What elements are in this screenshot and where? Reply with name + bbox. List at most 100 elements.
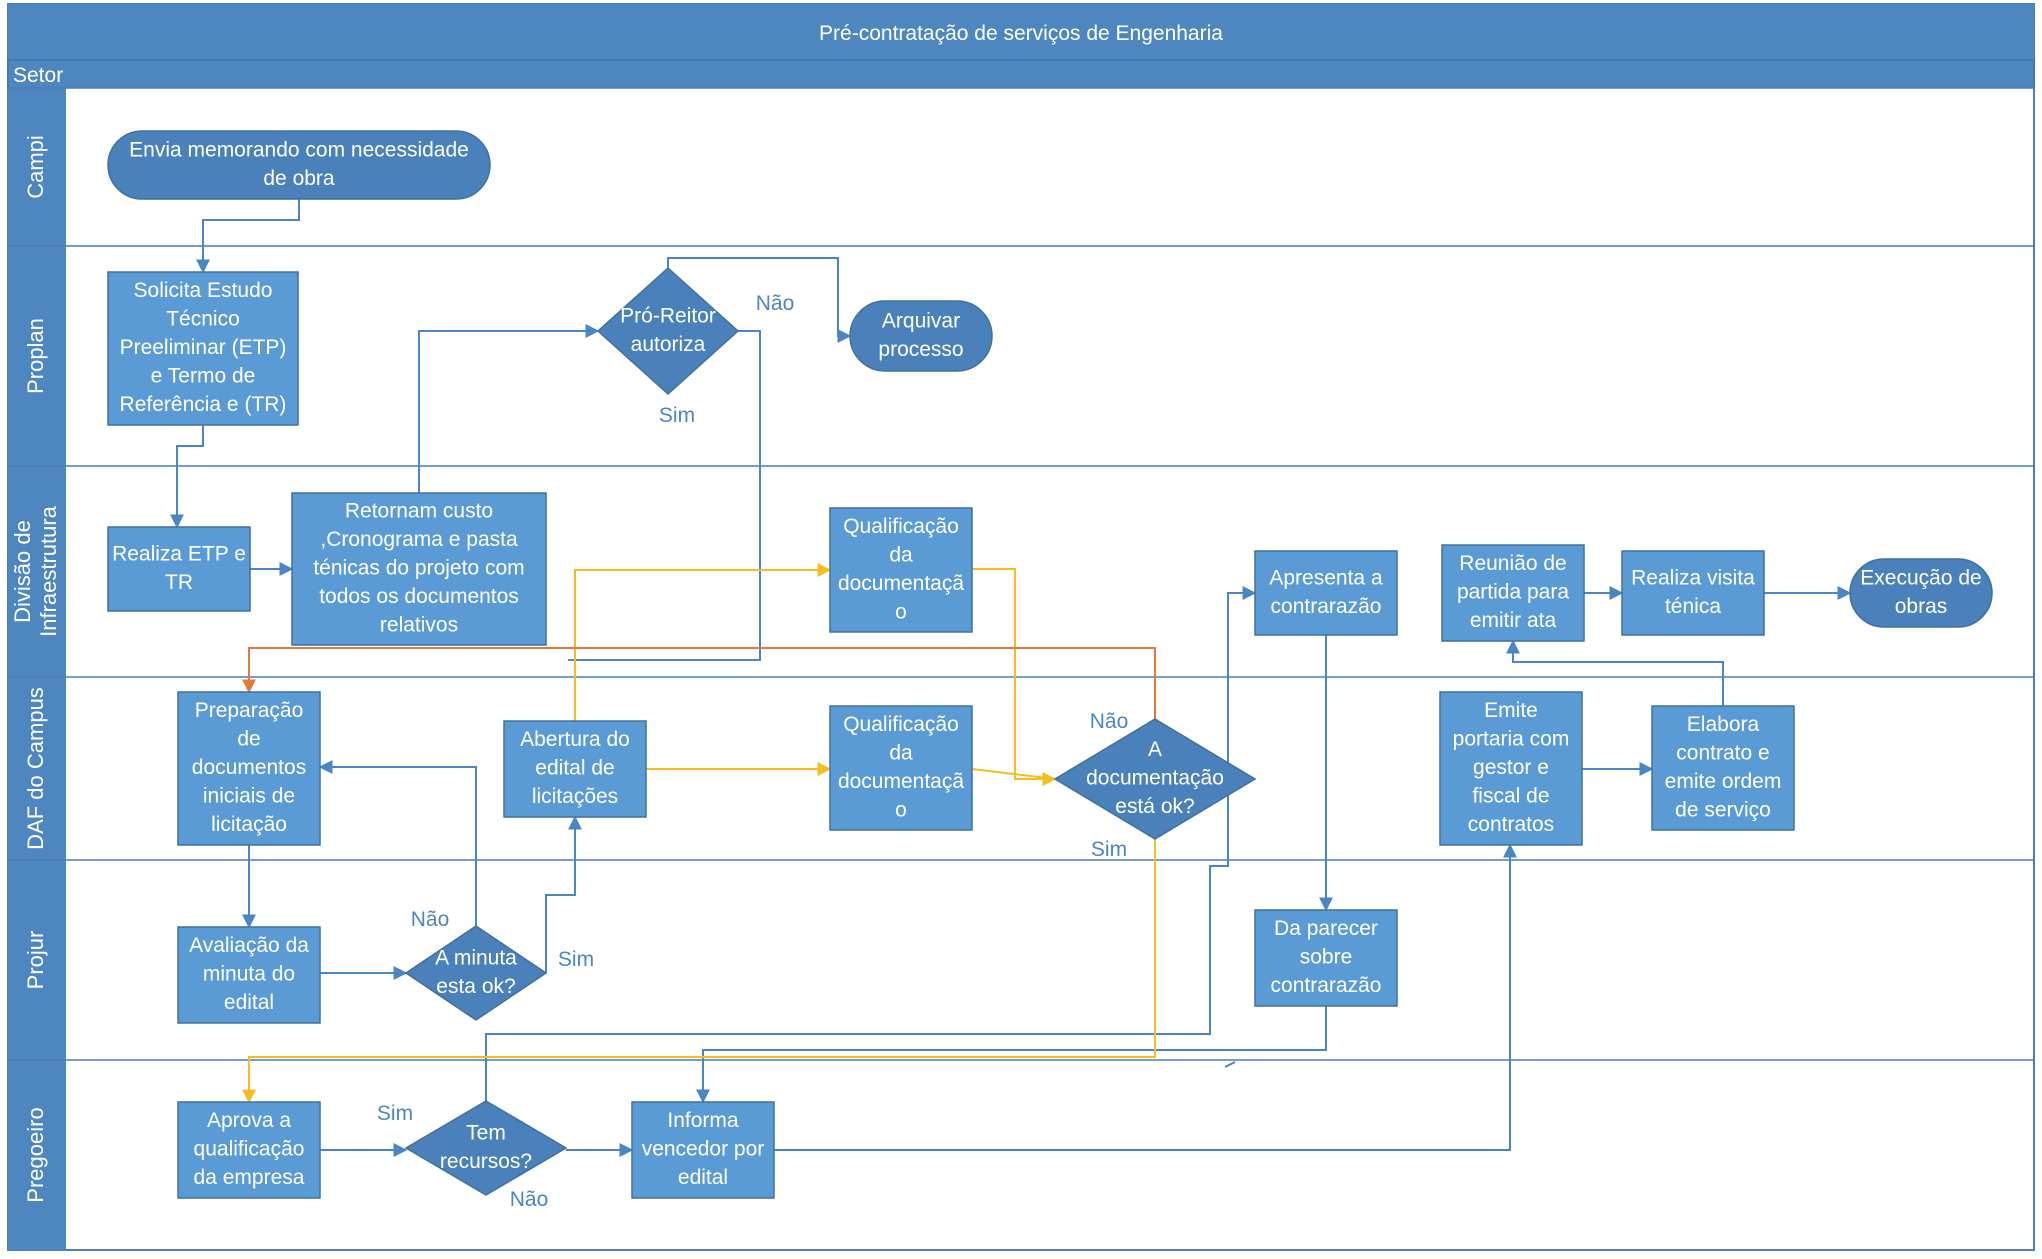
node-text-line: contratos [1468, 813, 1554, 836]
node-text-line: Apresenta a [1269, 566, 1383, 589]
node-text-line: Reunião de [1459, 552, 1566, 575]
node-text-line: Elabora [1687, 713, 1760, 736]
node-text-line: ,Cronograma e pasta [320, 528, 518, 551]
edge-label-sim-minuta: Sim [558, 948, 594, 971]
node-text-line: Preparação [195, 699, 304, 722]
process-box [107, 271, 299, 426]
lane-header-pregoeiro [8, 1060, 66, 1250]
node-text-line: licitações [532, 785, 618, 808]
node-text-line: Qualificação [843, 713, 959, 736]
diagram-title: Pré-contratação de serviços de Engenhari… [819, 22, 1223, 45]
node-text-line: emite ordem [1665, 770, 1782, 793]
edge-label-sim-doc: Sim [1091, 838, 1127, 861]
decision-diamond [404, 1100, 568, 1196]
node-text-line: Avaliação da [189, 934, 309, 957]
process-box [1439, 691, 1583, 846]
process-box [107, 526, 251, 612]
node-text-line: A minuta [435, 946, 517, 969]
node-text-line: Envia memorando com necessidade [129, 138, 469, 161]
node-text-line: Solicita Estudo [134, 279, 273, 302]
node-avaliacao: Avaliação da minuta do edital [177, 926, 321, 1024]
node-text-line: relativos [380, 614, 458, 637]
decision-diamond [404, 925, 548, 1021]
node-text-line: edital [678, 1166, 728, 1189]
node-text-line: sobre [1300, 946, 1353, 969]
node-text-line: Abertura do [520, 728, 630, 751]
node-text-line: de serviço [1675, 798, 1771, 821]
node-text-line: e Termo de [151, 365, 256, 388]
edge-label-nao-recursos: Não [510, 1188, 549, 1211]
edge-label-nao-proreitor: Não [756, 292, 795, 315]
node-realiza-etp: Realiza ETP e TR [107, 526, 251, 612]
node-text-line: vencedor por [642, 1138, 765, 1161]
connector-blue-22 [1224, 1061, 1236, 1068]
edge-label-nao-doc: Não [1090, 710, 1129, 733]
node-text-line: Da parecer [1274, 917, 1378, 940]
edge-doc-sim [242, 839, 1156, 1104]
edge-doc-nao [242, 647, 1156, 719]
node-text-line: edital [224, 991, 274, 1014]
node-text-line: de [237, 728, 260, 751]
connector-blue-15 [1506, 639, 1724, 706]
node-text-line: contrarazão [1271, 974, 1382, 997]
node-text-line: partida para [1457, 581, 1569, 604]
decision-diamond [1053, 718, 1257, 840]
process-box [1441, 544, 1585, 642]
process-box [1254, 550, 1398, 636]
node-text-line: minuta do [203, 963, 295, 986]
lane-header-projur [8, 860, 66, 1060]
node-text-line: ténica [1665, 595, 1721, 618]
terminal-shape [849, 300, 993, 372]
node-text-line: autoriza [631, 333, 706, 356]
node-text-line: Realiza visita [1631, 566, 1755, 589]
lane-projur: Projur [8, 859, 2034, 1060]
node-text-line: emitir ata [1470, 609, 1557, 632]
node-text-line: recursos? [440, 1150, 532, 1173]
node-text-line: da empresa [194, 1166, 305, 1189]
node-text-line: da [889, 543, 913, 566]
lane-header-campi [8, 88, 66, 246]
edge-minuta-nao [318, 760, 477, 926]
lane-header-daf [8, 677, 66, 860]
node-reuniao: Reunião de partida para emitir ata [1441, 544, 1585, 642]
process-box [1254, 909, 1398, 1007]
node-text-line: contrato e [1676, 741, 1769, 764]
node-text-line: fiscal de [1472, 785, 1549, 808]
node-text-line: contrarazão [1271, 595, 1382, 618]
node-text-line: Preeliminar (ETP) [120, 336, 287, 359]
setor-header-bar [7, 59, 2035, 89]
connector-yellow-26 [971, 768, 1056, 780]
node-text-line: Emite [1484, 699, 1538, 722]
node-text-line: A [1148, 738, 1162, 761]
lane-label-infra: Divisão deInfraestrutura [10, 505, 61, 637]
terminal-shape [1849, 558, 1993, 628]
process-box [1621, 550, 1765, 636]
node-text-line: gestor e [1473, 756, 1549, 779]
title-bar [8, 4, 2034, 60]
lane-label-projur: Projur [23, 931, 48, 990]
process-box [631, 1101, 775, 1199]
process-box [177, 926, 321, 1024]
node-informa: Informa vencedor por edital [631, 1101, 775, 1199]
lane-daf: DAF do Campus [8, 676, 2034, 860]
node-text-line: TR [165, 571, 193, 594]
node-text-line: Realiza ETP e [112, 542, 246, 565]
lane-campi: Campi [8, 87, 2034, 246]
connector-blue-21 [696, 1049, 1155, 1104]
node-text-line: documentos [192, 756, 306, 779]
node-text-line: processo [878, 338, 963, 361]
node-text-line: Informa [667, 1109, 739, 1132]
edge-minuta-sim [545, 815, 582, 973]
node-text-line: o [895, 600, 907, 623]
